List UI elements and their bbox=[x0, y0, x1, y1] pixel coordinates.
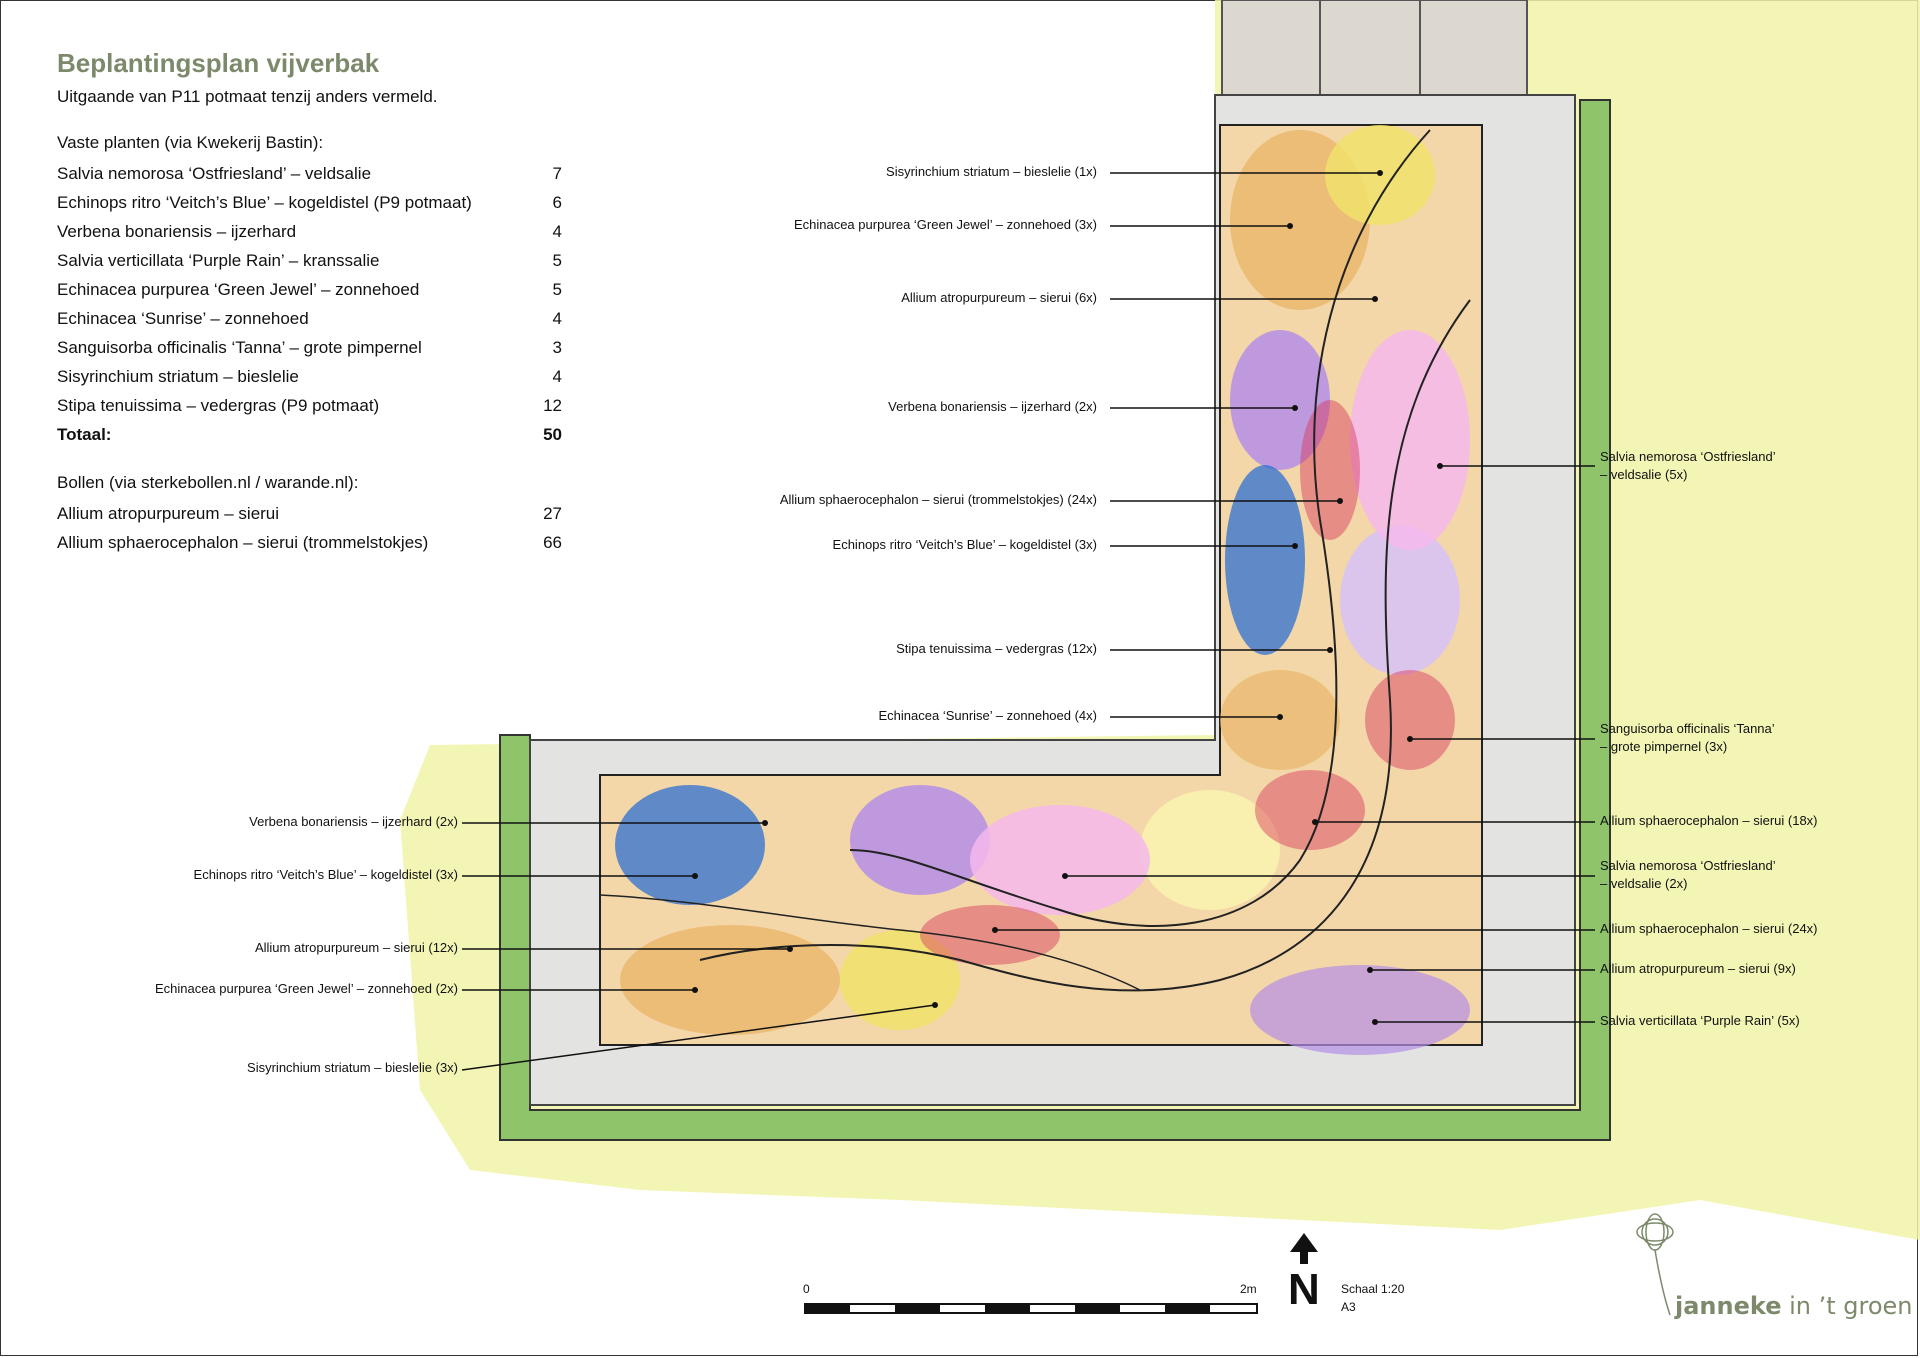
callout-right-5-line1: Allium sphaerocephalon – sierui (24x) bbox=[1600, 921, 1818, 936]
callout-right-6: Allium atropurpureum – sierui (9x) bbox=[1600, 960, 1796, 978]
leader-lines bbox=[461, 172, 1595, 1071]
paper-size: A3 bbox=[1341, 1300, 1356, 1314]
scale-end-label: 2m bbox=[1240, 1282, 1257, 1296]
legend-row: Echinacea ‘Sunrise’ – zonnehoed 4 bbox=[57, 304, 562, 333]
perennials-heading: Vaste planten (via Kwekerij Bastin): bbox=[57, 133, 324, 152]
callout-right-1-line2: – veldsalie (5x) bbox=[1600, 467, 1688, 482]
north-label: N bbox=[1288, 1265, 1320, 1314]
legend-row: Echinacea purpurea ‘Green Jewel’ – zonne… bbox=[57, 275, 562, 304]
plant-name: Sanguisorba officinalis ‘Tanna’ – grote … bbox=[57, 338, 422, 357]
legend-row: Sanguisorba officinalis ‘Tanna’ – grote … bbox=[57, 333, 562, 362]
perennials-list: Salvia nemorosa ‘Ostfriesland’ – veldsal… bbox=[57, 159, 562, 420]
callout-top-4: Verbena bonariensis – ijzerhard (2x) bbox=[888, 399, 1097, 414]
north-arrow-icon bbox=[1290, 1233, 1318, 1264]
legend-row: Salvia nemorosa ‘Ostfriesland’ – veldsal… bbox=[57, 159, 562, 188]
plant-name: Stipa tenuissima – vedergras (P9 potmaat… bbox=[57, 396, 380, 415]
callout-left-4: Echinacea purpurea ‘Green Jewel’ – zonne… bbox=[154, 981, 458, 996]
plant-name: Allium sphaerocephalon – sierui (trommel… bbox=[57, 533, 429, 552]
callout-right-6-line1: Allium atropurpureum – sierui (9x) bbox=[1600, 961, 1796, 976]
callout-right-2: Sanguisorba officinalis ‘Tanna’ – grote … bbox=[1600, 720, 1775, 756]
plant-name: Echinacea purpurea ‘Green Jewel’ – zonne… bbox=[57, 280, 420, 299]
legend-row: Allium sphaerocephalon – sierui (trommel… bbox=[57, 528, 562, 557]
page-title: Beplantingsplan vijverbak bbox=[57, 48, 380, 78]
callout-right-7: Salvia verticillata ‘Purple Rain’ (5x) bbox=[1600, 1012, 1800, 1030]
legend-row: Salvia verticillata ‘Purple Rain’ – kran… bbox=[57, 246, 562, 275]
plant-name: Salvia nemorosa ‘Ostfriesland’ – veldsal… bbox=[57, 164, 372, 183]
scale-ratio: Schaal 1:20 bbox=[1341, 1282, 1405, 1296]
callout-left-5: Sisyrinchium striatum – bieslelie (3x) bbox=[247, 1060, 458, 1075]
plant-qty: 5 bbox=[552, 251, 562, 270]
plant-qty: 3 bbox=[552, 338, 562, 357]
callout-right-4-line2: – veldsalie (2x) bbox=[1600, 876, 1688, 891]
brand-name: janneke bbox=[1675, 1292, 1782, 1320]
brand-suffix: in ’t groen bbox=[1789, 1292, 1913, 1320]
plant-name: Sisyrinchium striatum – bieslelie bbox=[57, 367, 299, 386]
plant-name: Allium atropurpureum – sierui bbox=[57, 504, 280, 523]
callout-right-7-line1: Salvia verticillata ‘Purple Rain’ (5x) bbox=[1600, 1013, 1800, 1028]
callout-top-5: Allium sphaerocephalon – sierui (trommel… bbox=[779, 492, 1097, 507]
callout-top-3: Allium atropurpureum – sierui (6x) bbox=[901, 290, 1097, 305]
callout-right-4: Salvia nemorosa ‘Ostfriesland’ – veldsal… bbox=[1600, 857, 1776, 893]
callout-top-1: Sisyrinchium striatum – bieslelie (1x) bbox=[886, 164, 1097, 179]
callout-top-2: Echinacea purpurea ‘Green Jewel’ – zonne… bbox=[793, 217, 1097, 232]
legend-row: Allium atropurpureum – sierui 27 bbox=[57, 499, 562, 528]
plant-name: Salvia verticillata ‘Purple Rain’ – kran… bbox=[57, 251, 380, 270]
scale-start-label: 0 bbox=[803, 1282, 810, 1296]
plant-qty: 7 bbox=[552, 164, 562, 183]
plant-qty: 4 bbox=[552, 367, 562, 386]
bulbs-heading: Bollen (via sterkebollen.nl / warande.nl… bbox=[57, 473, 359, 492]
plant-qty: 4 bbox=[552, 309, 562, 328]
plant-qty: 27 bbox=[543, 504, 562, 523]
plant-qty: 66 bbox=[543, 533, 562, 552]
legend-row: Echinops ritro ‘Veitch’s Blue’ – kogeldi… bbox=[57, 188, 562, 217]
callout-right-2-line2: – grote pimpernel (3x) bbox=[1600, 739, 1728, 754]
callout-right-2-line1: Sanguisorba officinalis ‘Tanna’ bbox=[1600, 721, 1775, 736]
total-label: Totaal: bbox=[57, 425, 112, 444]
plant-name: Echinops ritro ‘Veitch’s Blue’ – kogeldi… bbox=[57, 193, 472, 212]
total-row: Totaal: 50 bbox=[57, 420, 562, 449]
plant-qty: 6 bbox=[552, 193, 562, 212]
deck bbox=[1221, 0, 1528, 96]
callout-right-3: Allium sphaerocephalon – sierui (18x) bbox=[1600, 812, 1818, 830]
subtitle: Uitgaande van P11 potmaat tenzij anders … bbox=[57, 87, 438, 106]
legend-row: Stipa tenuissima – vedergras (P9 potmaat… bbox=[57, 391, 562, 420]
plant-qty: 12 bbox=[543, 396, 562, 415]
scale-bar bbox=[804, 1303, 1258, 1314]
callout-right-4-line1: Salvia nemorosa ‘Ostfriesland’ bbox=[1600, 858, 1776, 873]
legend-panel: Beplantingsplan vijverbak Uitgaande van … bbox=[57, 48, 562, 557]
leader-dots bbox=[692, 170, 1443, 1025]
flower-logo-icon bbox=[1636, 1213, 1674, 1316]
scale-info: Schaal 1:20 A3 bbox=[1341, 1280, 1404, 1316]
callout-right-5: Allium sphaerocephalon – sierui (24x) bbox=[1600, 920, 1818, 938]
total-qty: 50 bbox=[543, 425, 562, 444]
callout-top-6: Echinops ritro ‘Veitch’s Blue’ – kogeldi… bbox=[832, 537, 1097, 552]
callout-right-1: Salvia nemorosa ‘Ostfriesland’ – veldsal… bbox=[1600, 448, 1776, 484]
callout-top-8: Echinacea ‘Sunrise’ – zonnehoed (4x) bbox=[878, 708, 1098, 723]
legend-row: Sisyrinchium striatum – bieslelie 4 bbox=[57, 362, 562, 391]
legend-row: Verbena bonariensis – ijzerhard 4 bbox=[57, 217, 562, 246]
callout-right-3-line1: Allium sphaerocephalon – sierui (18x) bbox=[1600, 813, 1818, 828]
brand-logo: janneke in ’t groen bbox=[1675, 1292, 1913, 1320]
plant-qty: 4 bbox=[552, 222, 562, 241]
plant-name: Echinacea ‘Sunrise’ – zonnehoed bbox=[57, 309, 309, 328]
callout-left-1: Verbena bonariensis – ijzerhard (2x) bbox=[249, 814, 458, 829]
callout-right-1-line1: Salvia nemorosa ‘Ostfriesland’ bbox=[1600, 449, 1776, 464]
plant-name: Verbena bonariensis – ijzerhard bbox=[57, 222, 297, 241]
callout-top-7: Stipa tenuissima – vedergras (12x) bbox=[896, 641, 1097, 656]
callout-left-3: Allium atropurpureum – sierui (12x) bbox=[254, 940, 458, 955]
callout-left-2: Echinops ritro ‘Veitch’s Blue’ – kogeldi… bbox=[193, 867, 458, 882]
planting-bed bbox=[599, 124, 1483, 1055]
plant-qty: 5 bbox=[552, 280, 562, 299]
